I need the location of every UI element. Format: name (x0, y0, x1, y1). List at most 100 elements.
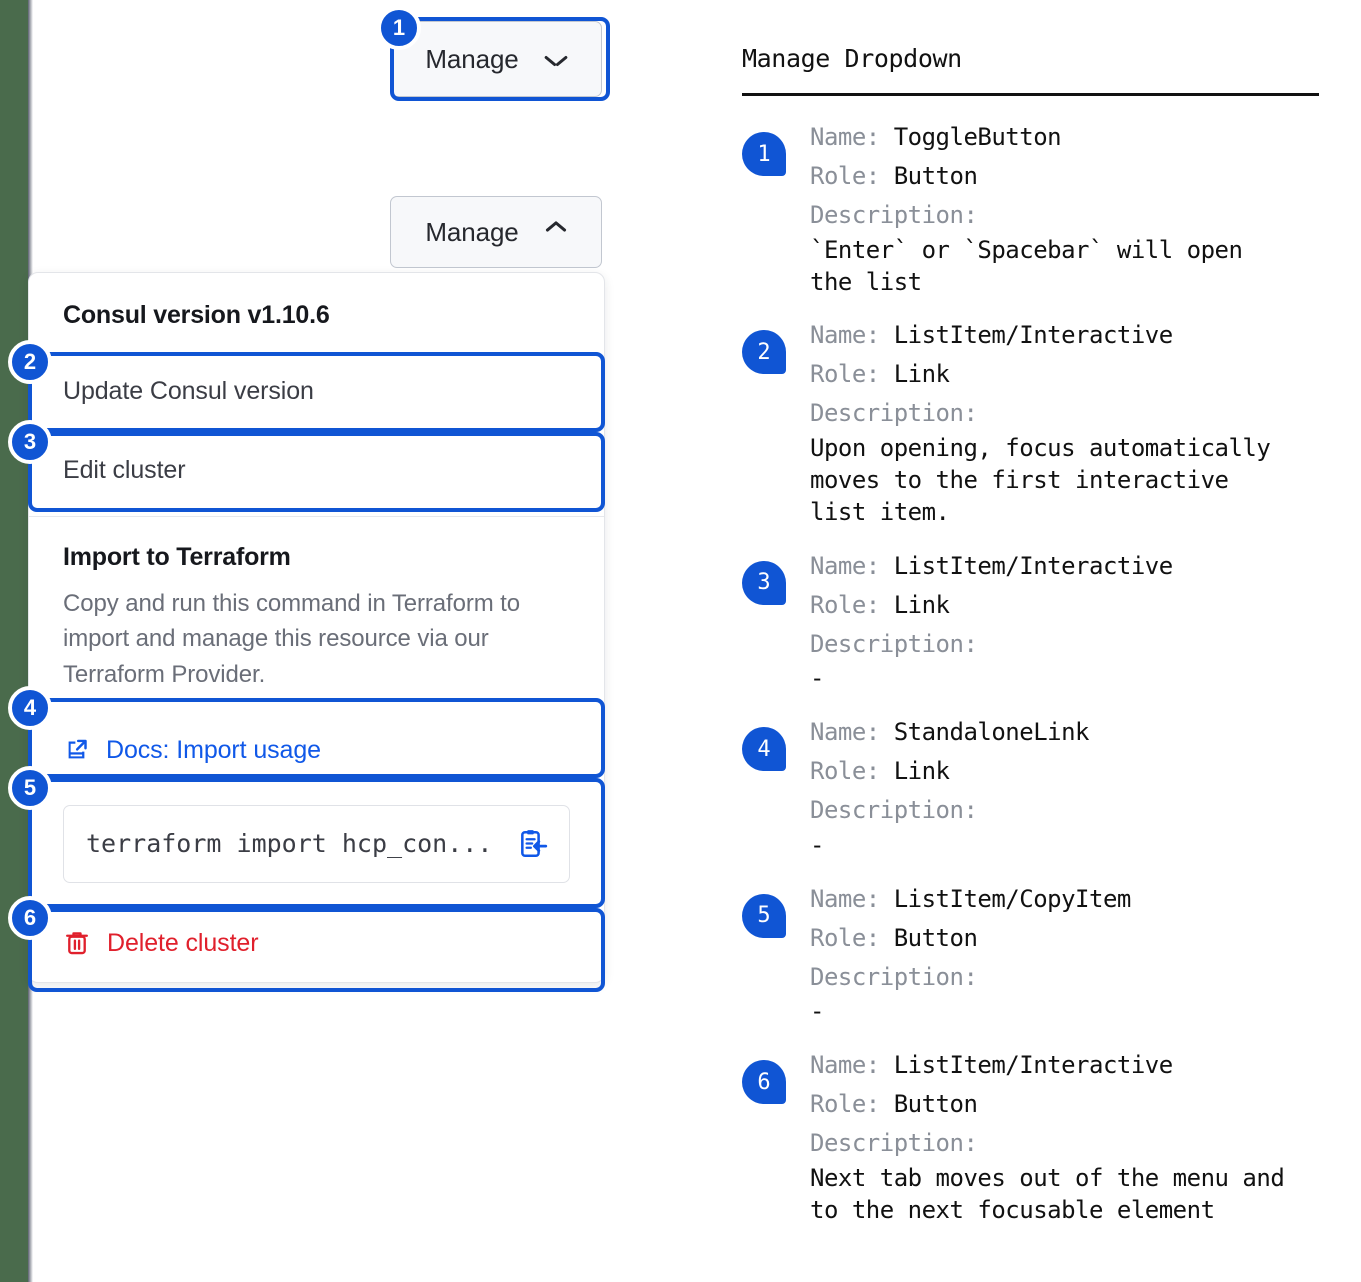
legend-role: Role: Link (810, 752, 1342, 791)
legend-role-label: Role: (810, 161, 894, 190)
legend-name-label: Name: (810, 321, 894, 350)
legend-description-label: Description: (810, 200, 978, 229)
menu-divider (29, 516, 604, 517)
legend-title: Manage Dropdown (742, 44, 962, 73)
import-to-terraform-description: Copy and run this command in Terraform t… (63, 590, 520, 688)
legend-name-value: ListItem/Interactive (893, 551, 1173, 580)
legend-name: Name: ToggleButton (810, 118, 1342, 157)
legend-role-value: Button (893, 1090, 978, 1119)
delete-cluster-label: Delete cluster (107, 928, 259, 957)
chevron-up-icon (545, 226, 567, 239)
legend-description-label: Description: (810, 399, 978, 428)
legend-description-value: - (810, 997, 824, 1026)
legend-name-value: ListItem/Interactive (893, 321, 1173, 350)
menu-item-delete-cluster[interactable]: Delete cluster (29, 905, 604, 982)
legend-name-value: ToggleButton (893, 123, 1062, 151)
legend-description-label: Description: (810, 1129, 978, 1158)
marker-3: 3 (8, 420, 52, 464)
legend-description-label: Description: (810, 629, 978, 658)
docs-link-label: Docs: Import usage (106, 735, 321, 764)
legend-pin-5: 5 (742, 893, 786, 938)
legend-pin-4: 4 (742, 727, 786, 772)
legend-description-value: Upon opening, focus automatically moves … (810, 434, 1271, 526)
marker-6: 6 (8, 896, 52, 940)
docs-external-link-icon (63, 737, 90, 764)
legend-role: Role: Button (810, 1085, 1342, 1124)
legend-description-label: Description: (810, 962, 978, 991)
legend-role-value: Link (893, 590, 950, 619)
marker-4: 4 (8, 686, 52, 730)
legend-role-label: Role: (810, 923, 894, 952)
legend-role-label: Role: (810, 590, 894, 619)
legend-role: Role: Button (810, 157, 1342, 196)
manage-toggle-label: Manage (425, 43, 519, 74)
legend-name-label: Name: (810, 123, 894, 151)
import-to-terraform-title: Import to Terraform (63, 543, 291, 571)
legend-description-value: - (810, 664, 824, 693)
legend-role-value: Link (893, 360, 950, 389)
screenshot-edge-stripe (0, 0, 28, 1282)
legend-name-value: ListItem/CopyItem (893, 884, 1132, 913)
legend-name-label: Name: (810, 718, 894, 747)
legend-role-value: Button (893, 923, 978, 952)
legend-role: Role: Link (810, 355, 1342, 394)
legend-name: Name: ListItem/CopyItem (810, 880, 1342, 919)
legend-description-value: - (810, 830, 824, 859)
legend-role-label: Role: (810, 757, 894, 786)
legend-name-label: Name: (810, 551, 894, 580)
legend-description-label: Description: (810, 796, 978, 825)
menu-item-update-consul-version[interactable]: Update Consul version (63, 377, 314, 405)
legend-name-value: StandaloneLink (893, 718, 1090, 747)
legend-name: Name: ListItem/Interactive (810, 1046, 1342, 1085)
legend-role: Role: Button (810, 919, 1342, 958)
legend-role-label: Role: (810, 360, 894, 389)
manage-toggle-button-expanded[interactable]: Manage (390, 196, 602, 268)
chevron-down-icon (545, 53, 567, 66)
legend-pin-3: 3 (742, 560, 786, 605)
marker-5: 5 (8, 766, 52, 810)
copy-to-clipboard-icon[interactable] (517, 828, 549, 860)
legend-name-value: ListItem/Interactive (893, 1051, 1173, 1080)
legend-name-label: Name: (810, 884, 894, 913)
menu-item-edit-cluster[interactable]: Edit cluster (63, 456, 186, 484)
manage-toggle-label-expanded: Manage (425, 216, 519, 247)
trash-icon (63, 929, 91, 957)
marker-1: 1 (377, 6, 421, 50)
legend-pin-1: 1 (742, 132, 786, 176)
legend-description-value: Next tab moves out of the menu and to th… (810, 1164, 1285, 1224)
legend-pin-2: 2 (742, 330, 786, 375)
terraform-command-value: terraform import hcp_con... (86, 829, 493, 859)
legend-divider (742, 93, 1319, 96)
manage-dropdown-menu: Consul version v1.10.6 Update Consul ver… (28, 272, 605, 983)
legend-name-label: Name: (810, 1051, 894, 1080)
legend-name: Name: StandaloneLink (810, 713, 1342, 752)
menu-item-docs-import-usage[interactable]: Docs: Import usage (29, 714, 604, 787)
terraform-command-row: terraform import hcp_con... (29, 787, 604, 905)
legend-role-value: Button (893, 161, 978, 190)
marker-2: 2 (8, 340, 52, 384)
legend-name: Name: ListItem/Interactive (810, 316, 1342, 355)
legend-role-label: Role: (810, 1090, 894, 1119)
legend-role-value: Link (893, 757, 950, 786)
legend-description-value: `Enter` or `Spacebar` will open the list (810, 235, 1243, 296)
legend-pin-6: 6 (742, 1060, 786, 1105)
consul-version-heading: Consul version v1.10.6 (63, 301, 330, 329)
legend-name: Name: ListItem/Interactive (810, 547, 1342, 586)
manage-toggle-button-collapsed[interactable]: Manage (390, 21, 602, 97)
legend-role: Role: Link (810, 586, 1342, 625)
terraform-command-box[interactable]: terraform import hcp_con... (63, 804, 570, 883)
